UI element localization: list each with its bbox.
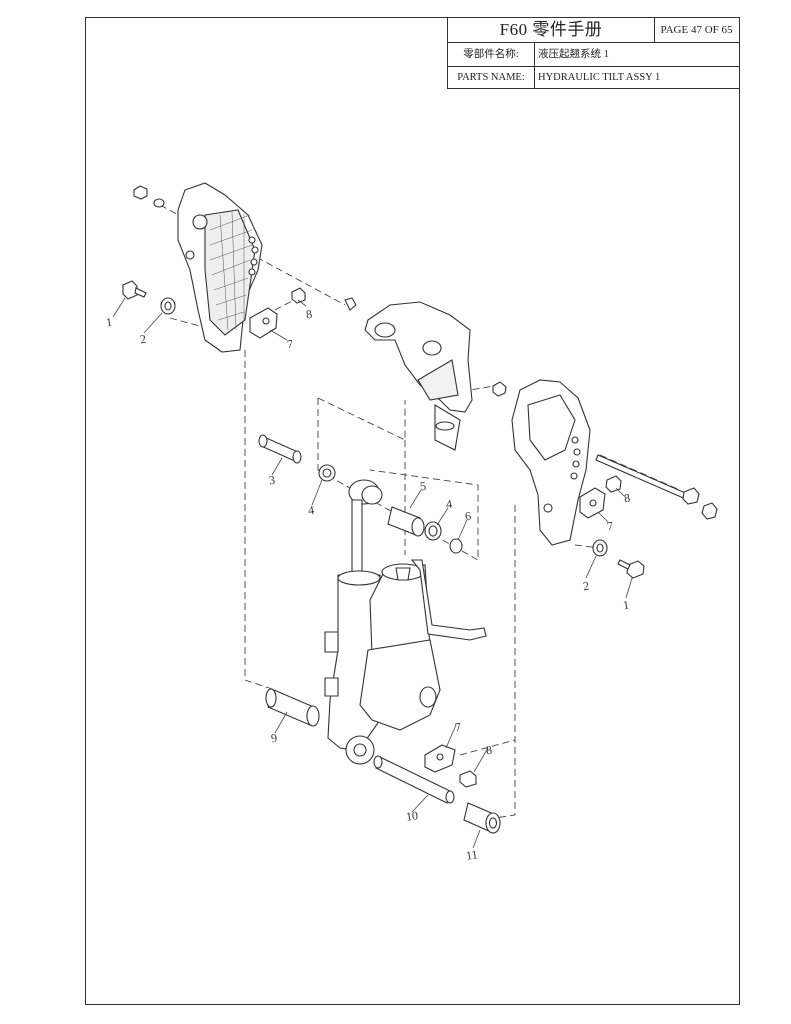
- callout-7-lower: 7: [454, 720, 462, 735]
- tilt-shaft-right: [595, 454, 718, 520]
- bushing-4-left: [318, 464, 336, 482]
- left-clamp-bracket: [177, 182, 263, 353]
- callout-labels: 1 2 8 7 3 4 5 4 6 8 7 2 1 9 7 8 10 11: [105, 307, 631, 863]
- drawing-sheet-border: [85, 17, 740, 1005]
- name-en-value: HYDRAULIC TILT ASSY 1: [538, 72, 661, 83]
- bolt-8-lower: [459, 770, 477, 788]
- title-block: F60 零件手册 PAGE 47 OF 65 零部件名称: 液压起翘系统 1 P…: [447, 17, 740, 89]
- callout-3: 3: [268, 473, 276, 488]
- title-row: F60 零件手册 PAGE 47 OF 65: [448, 18, 739, 43]
- name-cn-label: 零部件名称:: [448, 43, 535, 66]
- swivel-bracket: [344, 297, 473, 451]
- callout-8-left: 8: [305, 307, 313, 322]
- manual-title: F60 零件手册: [448, 18, 655, 42]
- name-en-label: PARTS NAME:: [448, 66, 535, 89]
- bushing-9: [265, 688, 320, 727]
- name-cn-row: 零部件名称: 液压起翘系统 1: [448, 43, 739, 67]
- callout-leaders: [112, 297, 633, 849]
- left-nut: [133, 185, 165, 208]
- callout-10: 10: [405, 808, 419, 824]
- washer-2-right: [592, 539, 608, 557]
- page-indicator: PAGE 47 OF 65: [660, 24, 733, 36]
- callout-7-right: 7: [606, 519, 614, 534]
- callout-7-left: 7: [286, 337, 294, 352]
- callout-8-lower: 8: [485, 743, 493, 758]
- tilt-cylinder-assembly: [324, 479, 487, 765]
- bolt-1-right: [617, 559, 645, 579]
- callout-9: 9: [270, 731, 278, 746]
- washer-2-left: [160, 297, 176, 315]
- pin-3: [258, 434, 302, 464]
- name-en-row: PARTS NAME: HYDRAULIC TILT ASSY 1: [448, 66, 739, 89]
- callout-5: 5: [419, 479, 427, 494]
- left-bracket-hatch: [209, 211, 253, 331]
- lock-plate-7-lower: [424, 744, 456, 773]
- callout-8-right: 8: [623, 491, 631, 506]
- right-clamp-bracket: [511, 379, 591, 546]
- callout-11: 11: [465, 847, 478, 862]
- bolt-8-right: [605, 475, 622, 493]
- callout-2-right: 2: [582, 579, 590, 594]
- bolt-8-left: [291, 287, 306, 304]
- callout-2-left: 2: [139, 332, 147, 347]
- callout-4-right: 4: [445, 497, 453, 512]
- collar-5: [387, 506, 425, 537]
- sleeve-11: [463, 802, 501, 834]
- circlip-6: [449, 538, 463, 554]
- bushing-4-right: [424, 521, 442, 541]
- shaft-10: [373, 755, 455, 804]
- washer-right-small: [492, 381, 507, 397]
- lock-plate-7-left: [249, 307, 278, 339]
- callout-6: 6: [464, 509, 472, 524]
- lock-plate-7-right: [579, 487, 606, 519]
- name-cn-value: 液压起翘系统 1: [538, 49, 609, 60]
- callout-1-left: 1: [105, 315, 113, 330]
- bolt-1-left: [122, 280, 147, 300]
- callout-1-right: 1: [622, 598, 630, 613]
- callout-4-left: 4: [307, 503, 315, 518]
